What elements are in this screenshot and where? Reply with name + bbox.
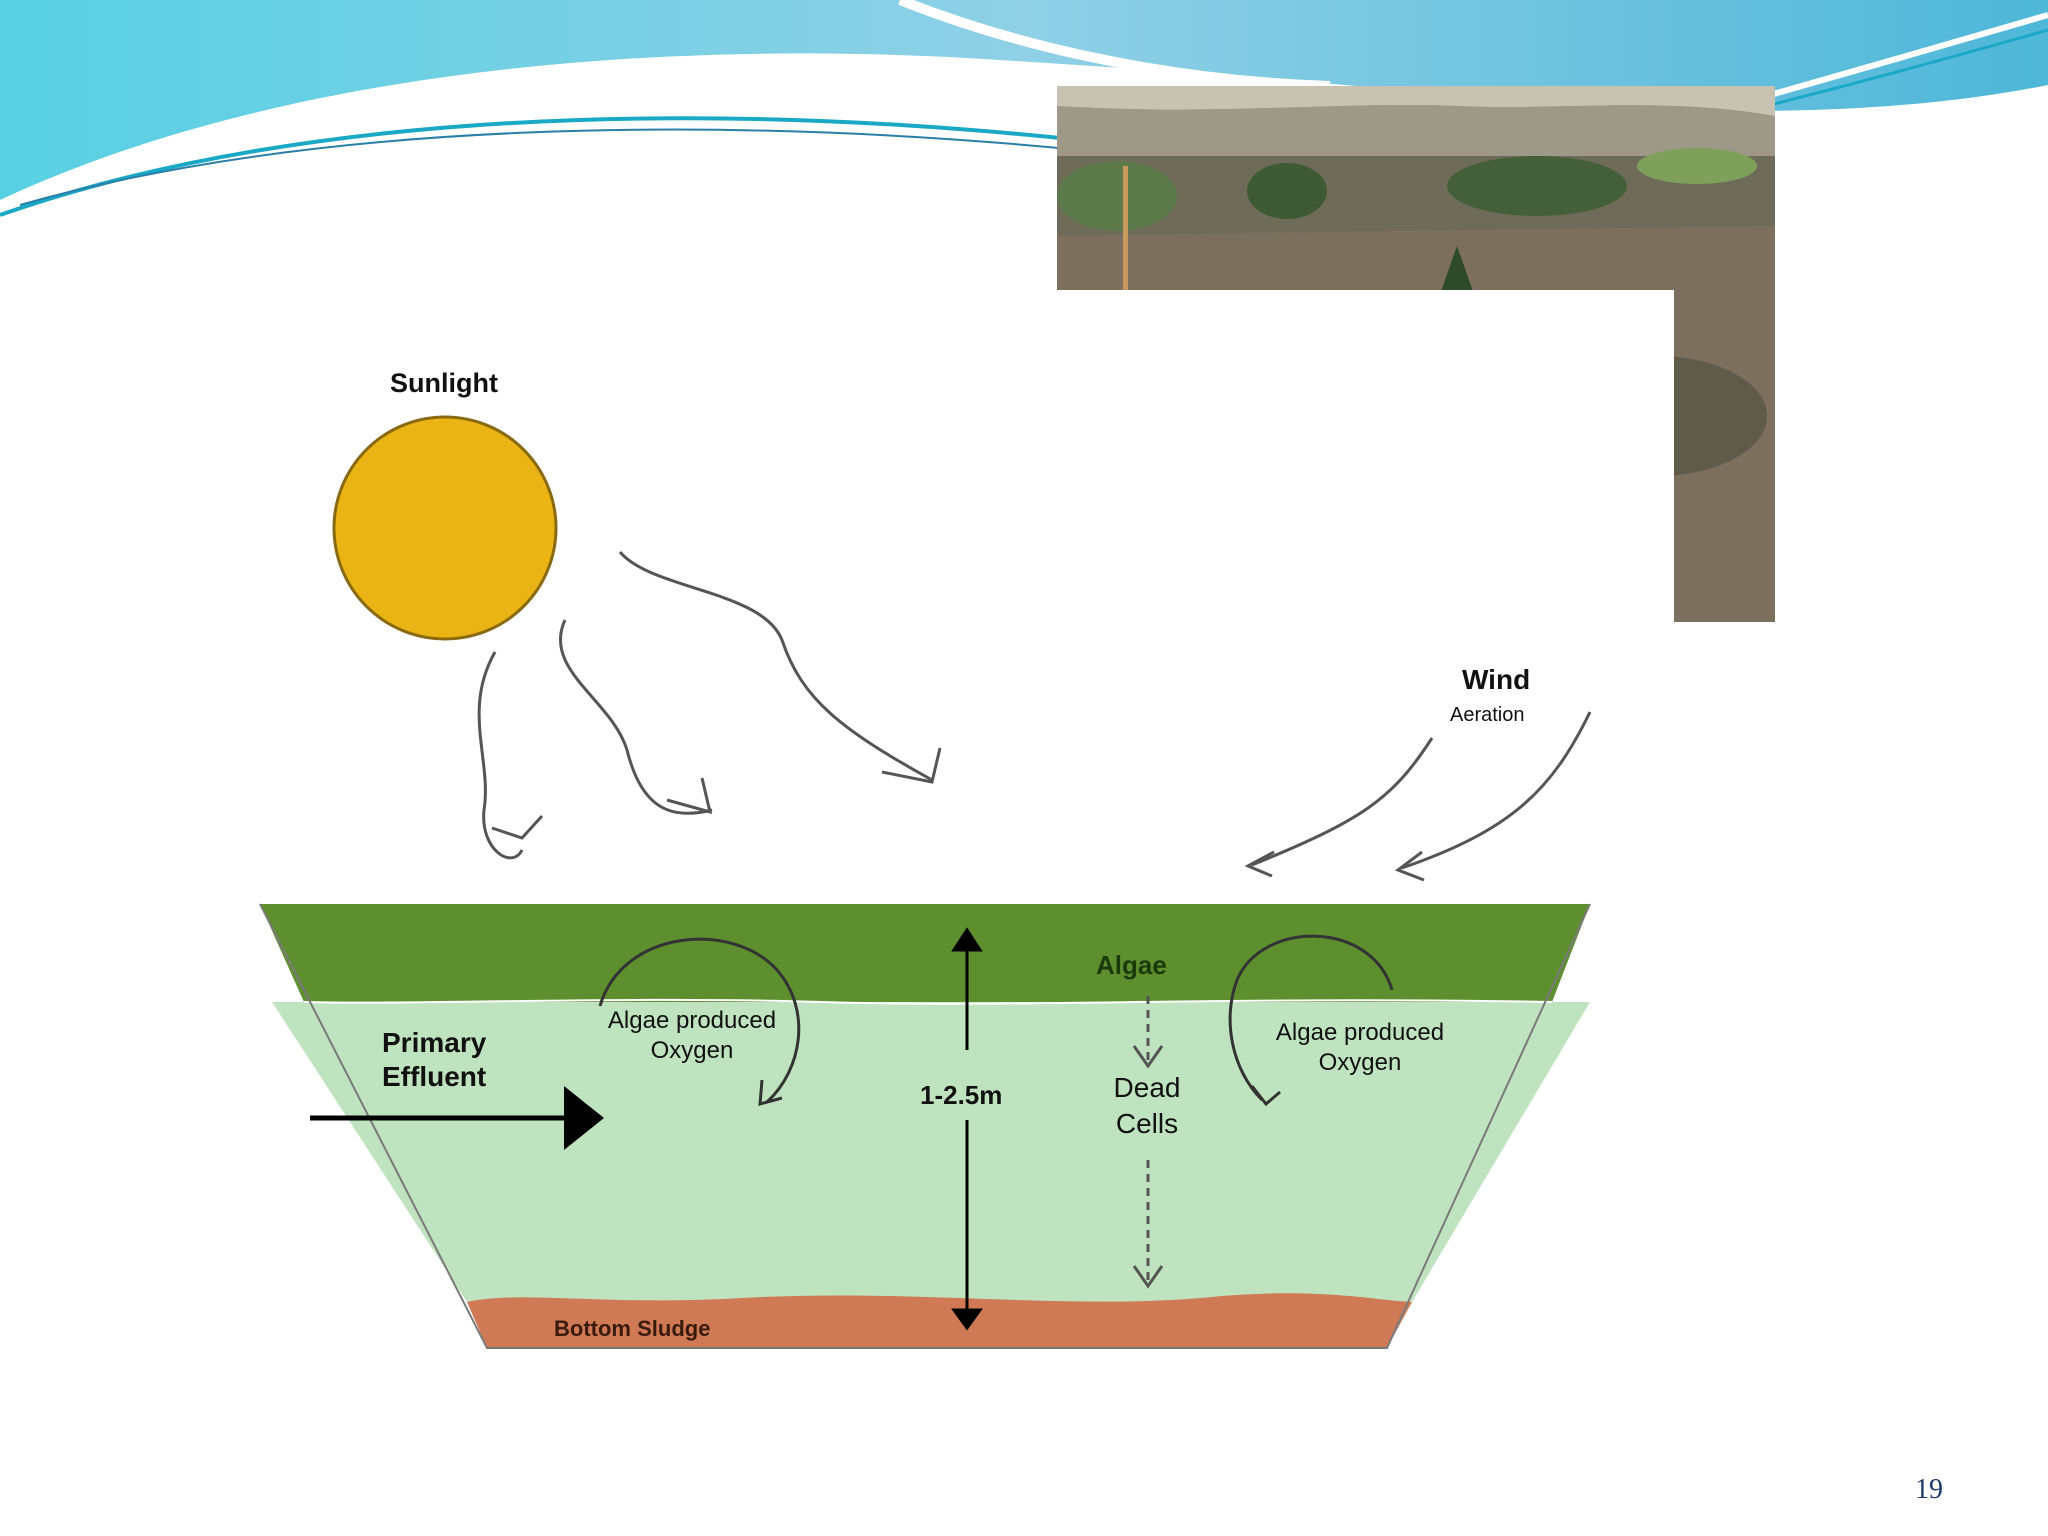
primary-effluent-line2: Effluent — [382, 1061, 487, 1092]
sunlight-label: Sunlight — [390, 368, 498, 398]
algae-oxygen-right-line2: Oxygen — [1318, 1049, 1402, 1076]
depth-arrow — [951, 927, 983, 1331]
lagoon-diagram: Sunlight Wind Aeration Algae Primary Eff… — [222, 290, 1674, 1380]
dead-cells-line2: Cells — [1115, 1108, 1179, 1139]
algae-label: Algae — [1096, 950, 1167, 980]
depth-label: 1-2.5m — [920, 1080, 1003, 1111]
lagoon-diagram-graphics — [259, 415, 1592, 1349]
page-number: 19 — [1915, 1474, 1943, 1505]
algae-oxygen-left-line2: Oxygen — [650, 1037, 734, 1064]
algae-layer — [260, 904, 1590, 1002]
dead-cells-label: Dead Cells — [1102, 1070, 1192, 1142]
algae-oxygen-left-label: Algae produced Oxygen — [572, 1006, 812, 1066]
sun-icon — [332, 415, 558, 641]
aeration-label: Aeration — [1450, 704, 1525, 726]
wind-label: Wind — [1462, 664, 1531, 695]
algae-oxygen-left-line1: Algae produced — [607, 1007, 777, 1034]
wind-arrows — [1244, 711, 1592, 882]
primary-effluent-label: Primary Effluent — [382, 1026, 486, 1094]
bottom-sludge-label: Bottom Sludge — [554, 1316, 711, 1341]
algae-oxygen-right-label: Algae produced Oxygen — [1240, 1018, 1480, 1078]
sunlight-rays — [477, 551, 942, 860]
primary-effluent-line1: Primary — [382, 1027, 487, 1058]
primary-effluent-arrow — [310, 1086, 604, 1150]
dead-cells-line1: Dead — [1113, 1072, 1181, 1103]
algae-oxygen-right-line1: Algae produced — [1275, 1019, 1445, 1046]
sludge-layer — [467, 1293, 1412, 1348]
header-wave-decoration — [0, 0, 2048, 217]
water-layer — [272, 1002, 1590, 1302]
oxygen-cycle-arrows — [598, 934, 1394, 1107]
